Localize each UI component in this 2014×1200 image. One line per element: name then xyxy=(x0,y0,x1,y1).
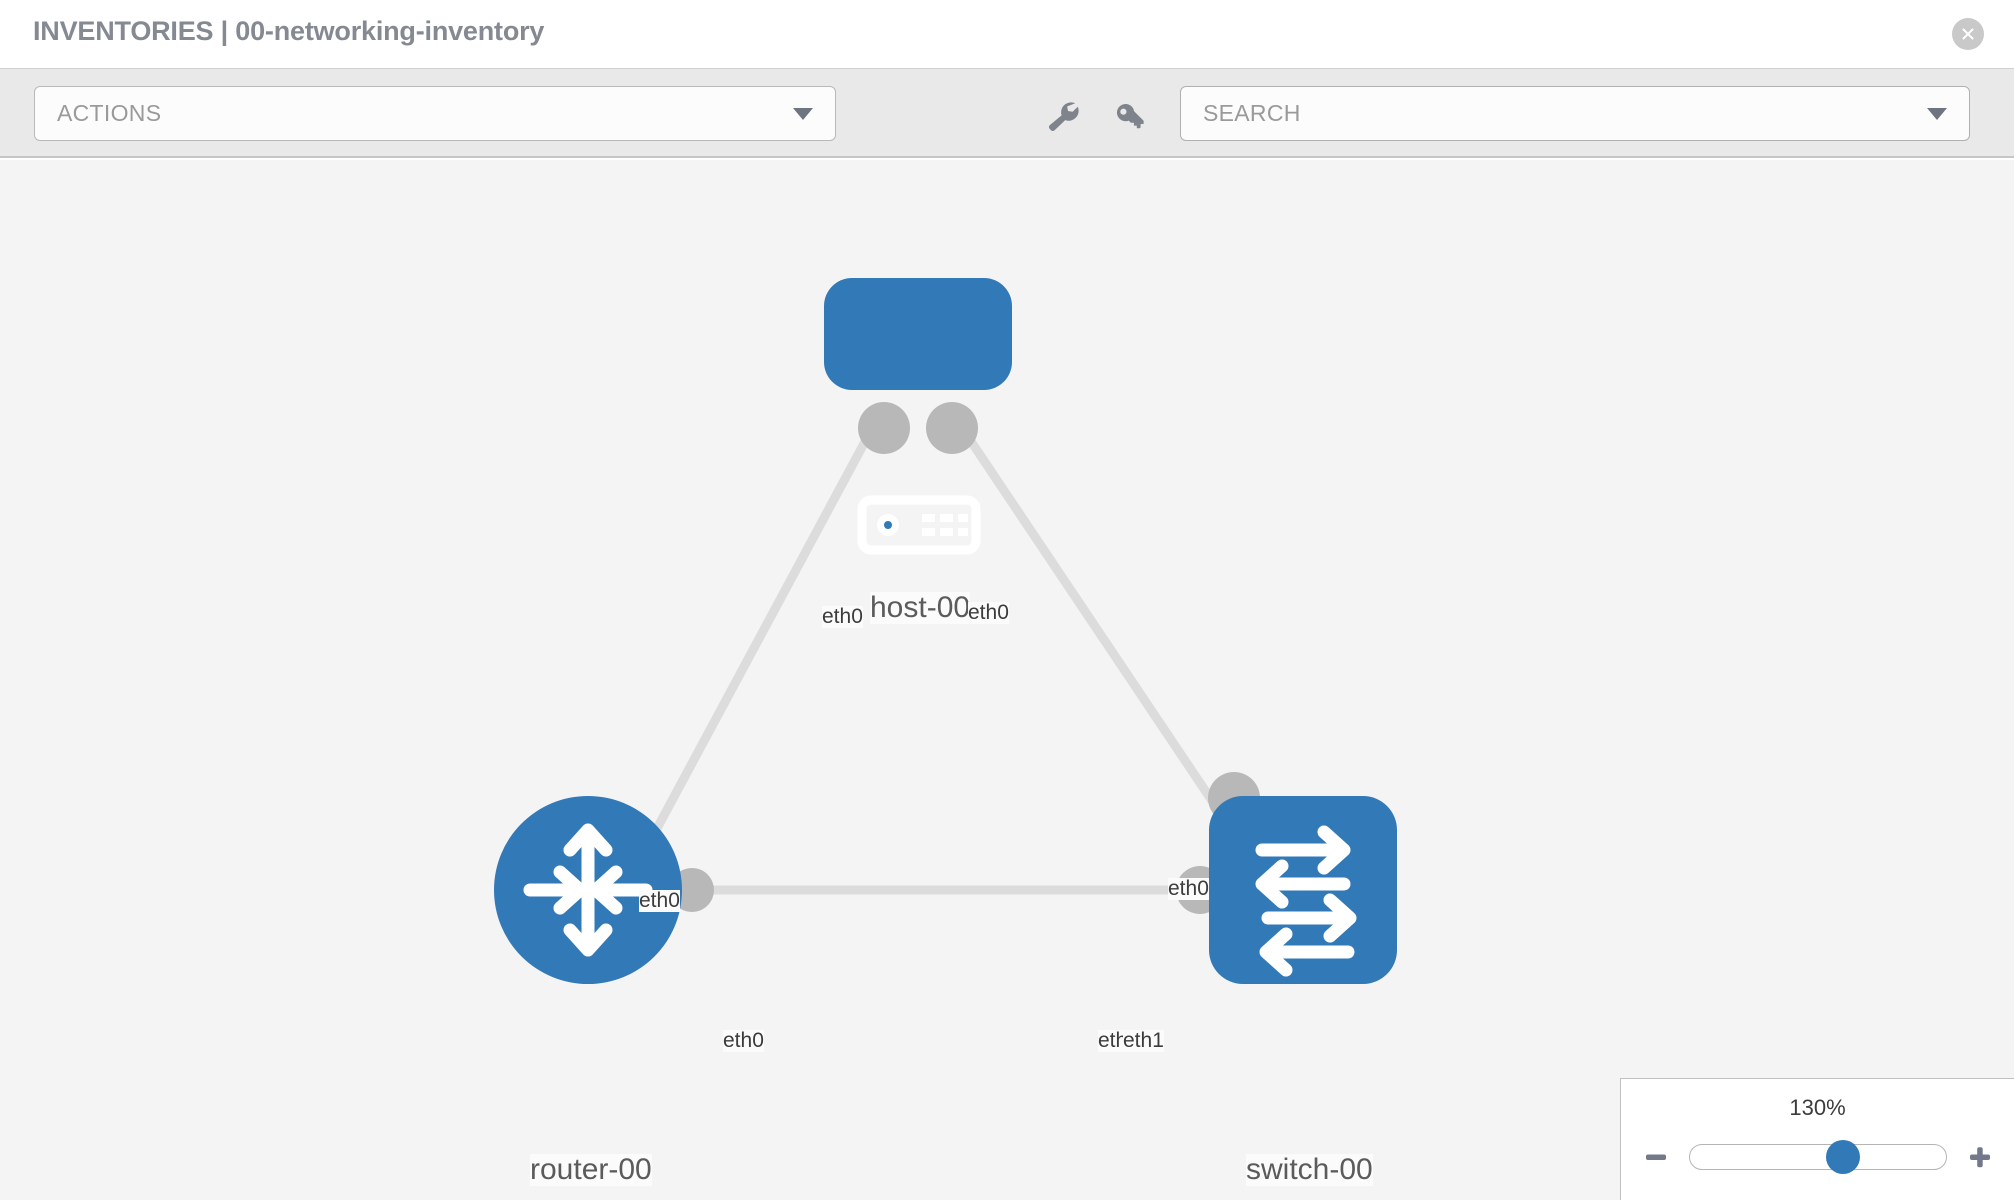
topology-graph xyxy=(494,278,1397,984)
wrench-icon[interactable] xyxy=(1043,99,1083,133)
iface-label-host-right: eth0 xyxy=(968,601,1009,625)
actions-dropdown-label: ACTIONS xyxy=(57,100,162,126)
zoom-slider-thumb[interactable] xyxy=(1826,1140,1861,1174)
zoom-control-panel: 130% xyxy=(1620,1078,2014,1200)
zoom-slider[interactable] xyxy=(1688,1140,1947,1174)
search-placeholder: SEARCH xyxy=(1203,100,1301,126)
zoom-percent-label: 130% xyxy=(1789,1095,1846,1120)
iface-label-switch-up: eth0 xyxy=(1168,877,1209,901)
page-header: INVENTORIES | 00-networking-inventory xyxy=(0,0,2014,68)
node-label-host-00: host-00 xyxy=(870,591,971,624)
minus-icon[interactable] xyxy=(1639,1140,1673,1174)
link-host-switch[interactable] xyxy=(946,407,1249,853)
iface-label-router-up: eth0 xyxy=(639,889,680,913)
actions-dropdown[interactable]: ACTIONS xyxy=(34,86,836,141)
node-label-router-00: router-00 xyxy=(530,1153,652,1186)
interface-nubs xyxy=(670,402,1260,914)
close-icon[interactable] xyxy=(1952,18,1984,50)
chevron-down-icon xyxy=(793,107,813,120)
key-icon[interactable] xyxy=(1111,99,1151,133)
node-switch-00[interactable] xyxy=(1209,796,1397,984)
server-icon xyxy=(857,495,981,555)
nub-host-left[interactable] xyxy=(858,402,910,454)
topology-canvas[interactable]: eth0 host-00 eth0 eth0 eth0 eth0 eth eth… xyxy=(0,160,2014,1200)
toolbar: ACTIONS SEARCH xyxy=(0,68,2014,158)
search-input[interactable]: SEARCH xyxy=(1180,86,1970,141)
topology-links xyxy=(636,407,1249,895)
nub-host-right[interactable] xyxy=(926,402,978,454)
switch-arrows-icon xyxy=(1255,825,1357,977)
iface-label-switch-left-overlap: eth xyxy=(1098,1029,1128,1053)
node-host-00[interactable] xyxy=(824,278,1012,555)
link-host-router[interactable] xyxy=(636,407,886,863)
router-arrows-icon xyxy=(523,823,653,957)
iface-label-switch-left: eth1 xyxy=(1123,1029,1164,1053)
node-label-switch-00: switch-00 xyxy=(1246,1153,1373,1186)
iface-label-router-right: eth0 xyxy=(723,1029,764,1053)
iface-label-host-left: eth0 xyxy=(822,605,863,629)
chevron-down-icon[interactable] xyxy=(1927,107,1947,120)
page-title: INVENTORIES | 00-networking-inventory xyxy=(33,16,545,46)
node-router-00[interactable] xyxy=(494,796,682,984)
plus-icon[interactable] xyxy=(1963,1140,1997,1174)
